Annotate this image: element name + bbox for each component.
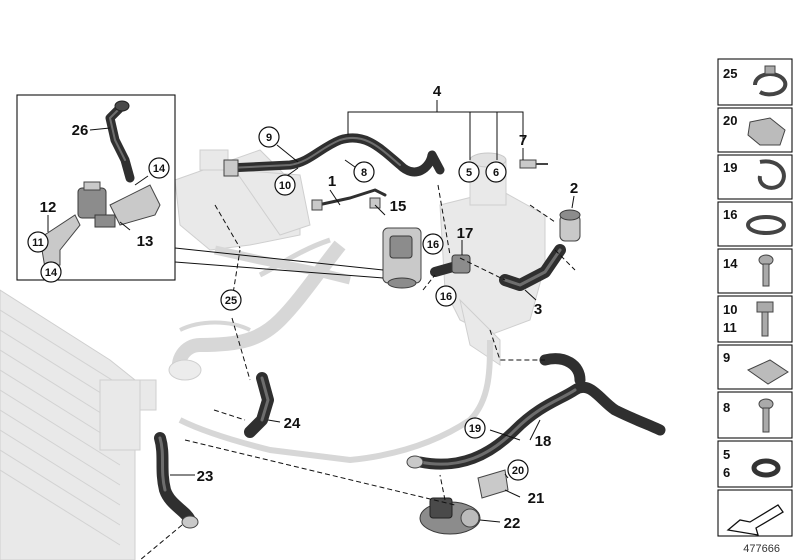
legend-25: 25 [723, 66, 737, 81]
callout-5: 5 [466, 167, 472, 179]
callout-19: 19 [469, 423, 481, 435]
label-4: 4 [433, 83, 442, 100]
callout-8: 8 [361, 167, 367, 179]
legend-6: 6 [723, 465, 730, 480]
label-26: 26 [72, 122, 89, 139]
label-1: 1 [328, 173, 336, 190]
ghost-pipes [168, 237, 493, 464]
hose-23 [154, 432, 199, 529]
plain-labels: 4 7 26 12 13 1 15 17 2 3 18 24 23 21 22 [40, 83, 579, 532]
label-3: 3 [534, 301, 542, 318]
legend-16: 16 [723, 207, 737, 222]
legend-8: 8 [723, 400, 730, 415]
label-21: 21 [528, 490, 545, 507]
hose-16-17 [430, 254, 471, 277]
hose-18 [406, 353, 666, 470]
parts-legend: 25 20 19 16 14 10 11 9 8 [717, 58, 793, 537]
legend-11: 11 [723, 320, 737, 335]
label-18: 18 [535, 433, 552, 450]
label-7: 7 [519, 132, 527, 149]
callout-16-bottom: 16 [440, 291, 452, 303]
legend-5: 5 [723, 447, 730, 462]
legend-19: 19 [723, 160, 737, 175]
callout-14-bottom: 14 [45, 267, 58, 279]
label-24: 24 [284, 415, 301, 432]
legend-20: 20 [723, 113, 737, 128]
water-pump-15 [382, 227, 422, 289]
diagram-number: 477666 [743, 543, 780, 555]
legend-10: 10 [723, 302, 737, 317]
bracket-21 [477, 469, 509, 499]
callout-11: 11 [32, 237, 44, 249]
hose-24 [244, 372, 274, 438]
callout-14-top: 14 [153, 163, 166, 175]
label-15: 15 [390, 198, 407, 215]
callout-25: 25 [225, 295, 237, 307]
legend-14: 14 [723, 256, 738, 271]
label-23: 23 [197, 468, 214, 485]
label-13: 13 [137, 233, 154, 250]
callout-16-top: 16 [427, 239, 439, 251]
sensor-7 [519, 159, 548, 169]
radiator-ghost [0, 289, 157, 560]
hose-4-upper [223, 133, 445, 177]
callout-10: 10 [279, 180, 291, 192]
callout-9: 9 [266, 132, 272, 144]
label-12: 12 [40, 199, 57, 216]
label-17: 17 [457, 225, 474, 242]
circled-callouts: 9 10 8 5 6 14 11 14 16 16 25 19 20 [27, 126, 529, 481]
callout-6: 6 [493, 167, 499, 179]
hose-3 [499, 209, 581, 291]
leader-lines [47, 100, 576, 560]
legend-9: 9 [723, 350, 730, 365]
pipe-1 [311, 188, 387, 211]
label-22: 22 [504, 515, 521, 532]
label-2: 2 [570, 180, 578, 197]
orientation-arrow-icon [726, 504, 784, 536]
callout-20: 20 [512, 465, 524, 477]
